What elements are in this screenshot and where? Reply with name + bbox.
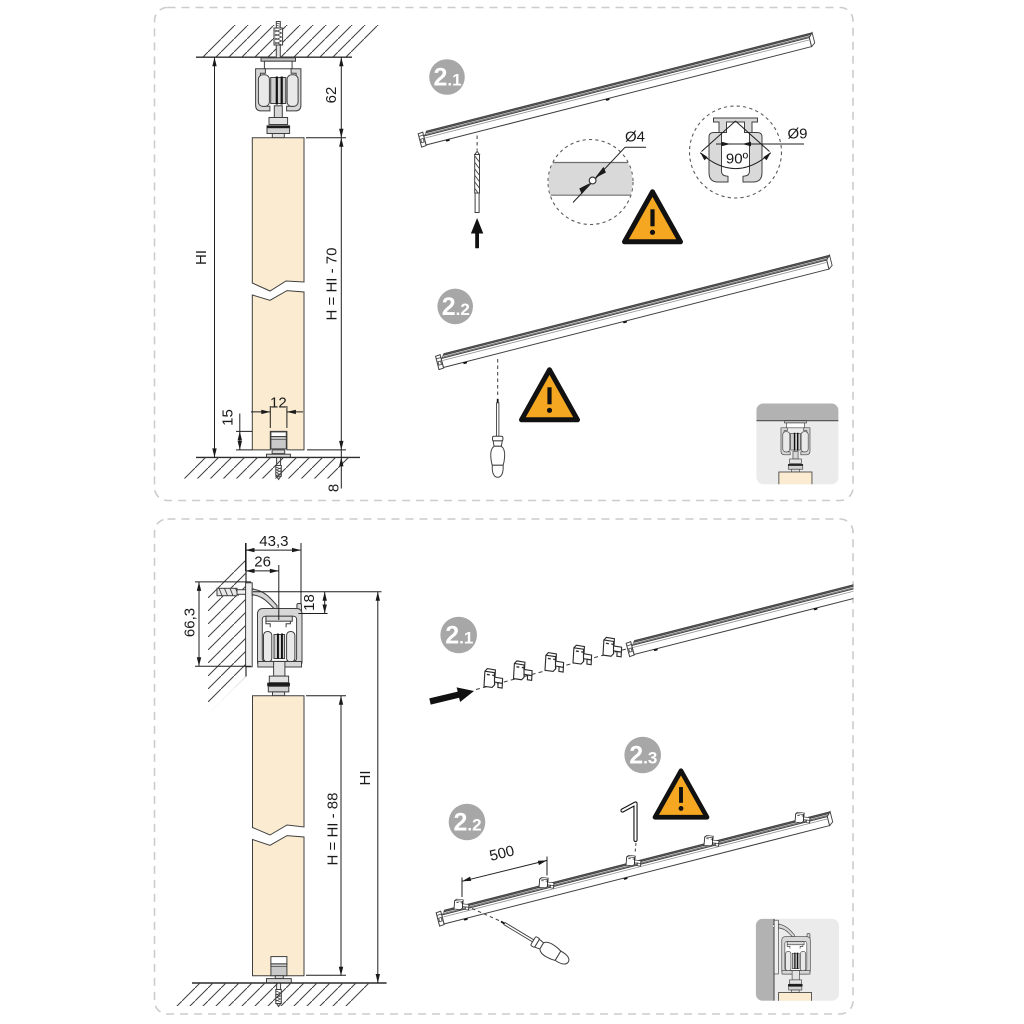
svg-text:500: 500 bbox=[488, 842, 516, 864]
svg-text:66,3: 66,3 bbox=[182, 608, 199, 637]
svg-text:18: 18 bbox=[301, 594, 318, 611]
svg-text:43,3: 43,3 bbox=[259, 533, 288, 550]
svg-text:Ø9: Ø9 bbox=[787, 126, 807, 143]
svg-text:Ø4: Ø4 bbox=[625, 129, 645, 146]
svg-text:H = HI - 70: H = HI - 70 bbox=[324, 248, 341, 321]
svg-text:8: 8 bbox=[326, 484, 343, 492]
svg-text:12: 12 bbox=[270, 395, 287, 412]
svg-text:HI: HI bbox=[357, 771, 374, 786]
svg-text:H = HI - 88: H = HI - 88 bbox=[325, 793, 342, 866]
svg-text:90º: 90º bbox=[726, 151, 749, 168]
svg-text:62: 62 bbox=[323, 87, 340, 104]
svg-text:26: 26 bbox=[254, 553, 271, 570]
svg-text:15: 15 bbox=[220, 409, 237, 426]
svg-text:HI: HI bbox=[193, 250, 210, 265]
